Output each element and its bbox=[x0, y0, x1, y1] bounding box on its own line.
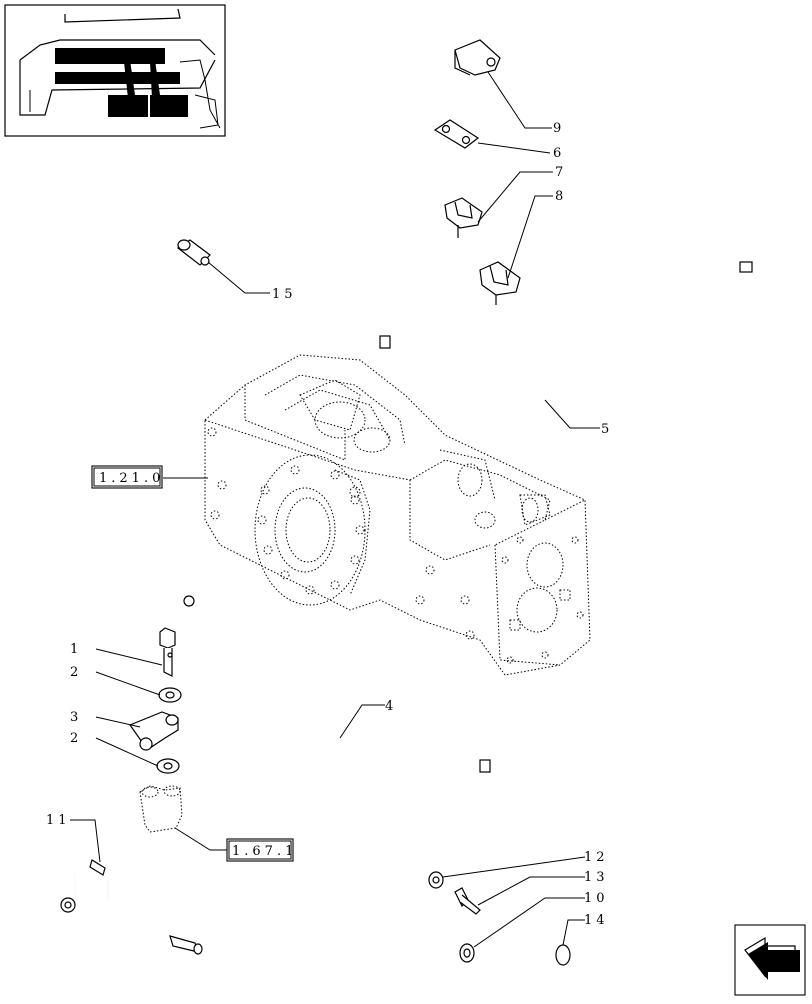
callout-15: 15 bbox=[272, 287, 297, 302]
part-10-washer bbox=[459, 943, 475, 963]
part-15-fitting bbox=[176, 239, 211, 266]
callout-13: 13 bbox=[584, 870, 609, 885]
page-back-arrow-icon[interactable] bbox=[734, 924, 806, 996]
part-9-bracket bbox=[454, 39, 501, 76]
callout-1: 1 bbox=[70, 642, 82, 657]
part-8-clip bbox=[479, 261, 521, 305]
callout-7: 7 bbox=[555, 165, 567, 180]
part-13-screw bbox=[454, 887, 481, 915]
svg-text:1.67.1: 1.67.1 bbox=[232, 844, 297, 859]
callout-labels: 9 6 7 8 15 5 4 1 2 3 2 11 12 13 10 14 bbox=[46, 121, 613, 928]
ref-box-1-21-0[interactable]: 1.21.0 bbox=[91, 465, 164, 489]
part-12-washer bbox=[428, 871, 444, 889]
part-14-o-ring bbox=[555, 944, 571, 966]
part-11-sensor bbox=[60, 858, 203, 955]
callout-6: 6 bbox=[553, 146, 565, 161]
callout-12: 12 bbox=[584, 850, 609, 865]
callout-11: 11 bbox=[46, 813, 71, 828]
part-1-bolt bbox=[159, 627, 176, 677]
valve-body-reference bbox=[139, 785, 183, 833]
callout-9: 9 bbox=[553, 121, 565, 136]
leader-lines bbox=[70, 71, 600, 948]
callout-2-upper: 2 bbox=[70, 665, 82, 680]
callout-5: 5 bbox=[601, 422, 613, 437]
callout-3: 3 bbox=[70, 710, 82, 725]
part-2-washer-upper bbox=[158, 687, 182, 703]
transmission-housing bbox=[204, 354, 591, 676]
part-6-plate bbox=[433, 119, 480, 149]
svg-text:1.21.0: 1.21.0 bbox=[99, 471, 164, 486]
callout-14: 14 bbox=[584, 913, 609, 928]
part-3-banjo-fitting bbox=[129, 711, 179, 751]
part-4-pipe bbox=[183, 595, 491, 792]
ref-box-1-67-1[interactable]: 1.67.1 bbox=[226, 838, 297, 862]
callout-4: 4 bbox=[385, 699, 397, 714]
part-2-washer-lower bbox=[156, 758, 180, 774]
callout-10: 10 bbox=[584, 891, 609, 906]
callout-8: 8 bbox=[555, 189, 567, 204]
locator-inset bbox=[4, 4, 226, 137]
callout-2-lower: 2 bbox=[70, 731, 82, 746]
part-5-pipe bbox=[376, 253, 753, 412]
part-7-clip bbox=[444, 197, 483, 238]
